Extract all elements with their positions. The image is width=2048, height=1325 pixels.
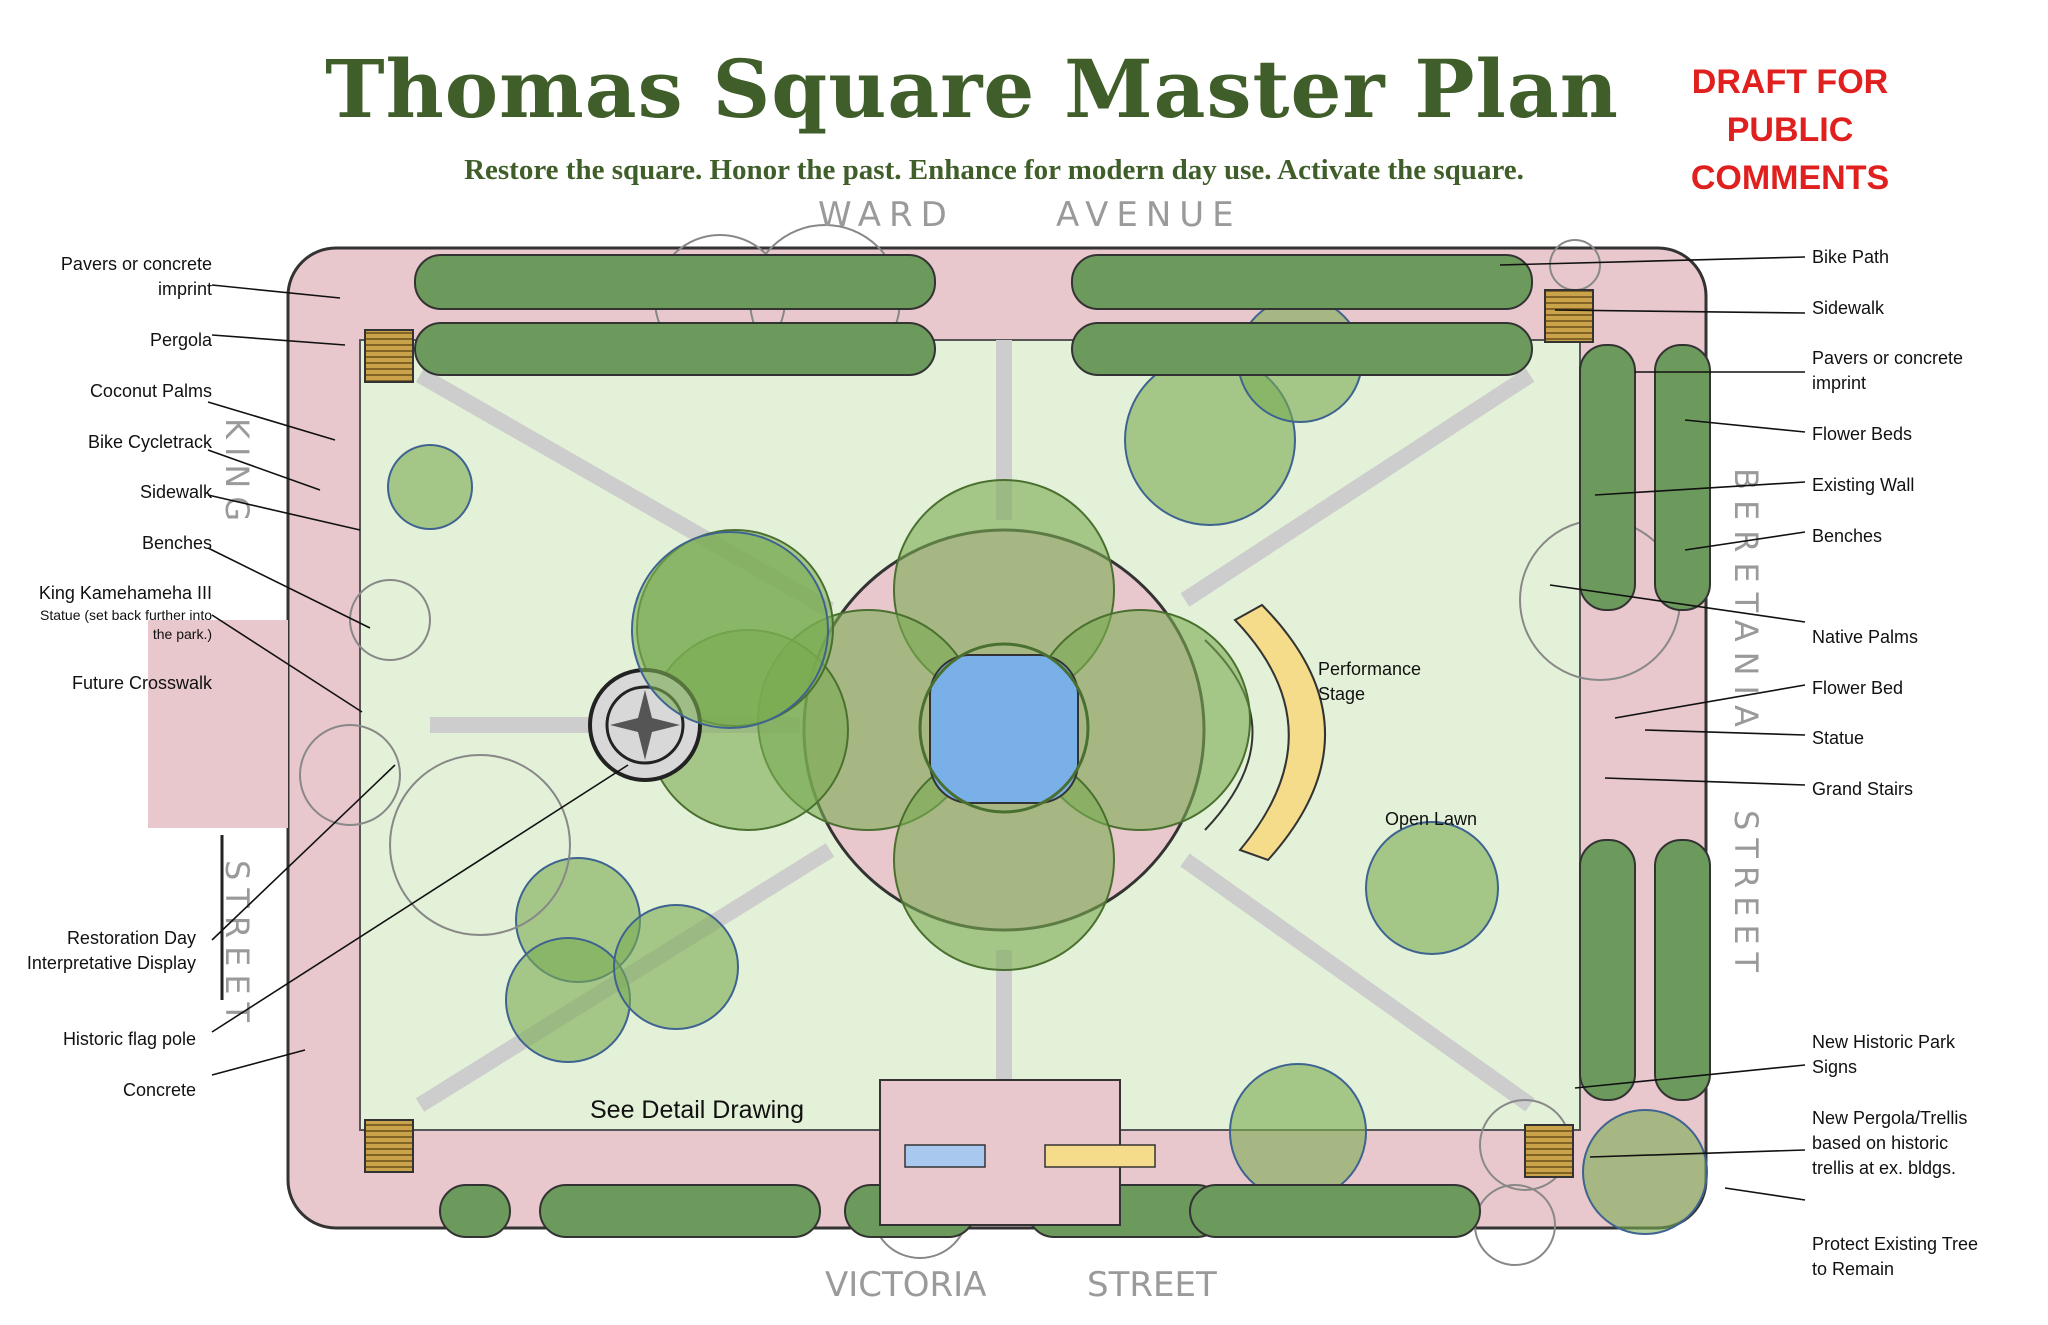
label-flower-beds: Flower Beds bbox=[1812, 424, 1913, 444]
label-statue: Statue bbox=[1812, 728, 1865, 748]
label-benches-right: Benches bbox=[1812, 526, 1883, 546]
street-beretania-street: STREET bbox=[1727, 810, 1765, 980]
page-title: Thomas Square Master Plan bbox=[325, 42, 1619, 136]
label-sidewalk-left: Sidewalk bbox=[139, 482, 212, 502]
performance-stage bbox=[1233, 603, 1326, 862]
draft-notice-line-1: DRAFT FOR bbox=[1691, 63, 1889, 101]
label-protect-tree: Protect Existing Tree to Remain bbox=[1812, 1234, 1979, 1279]
fountain bbox=[929, 654, 1079, 804]
draft-notice-line-2: PUBLIC COMMENTS bbox=[1690, 111, 1890, 197]
street-victoria: VICTORIA bbox=[825, 1265, 986, 1305]
pergolas bbox=[364, 289, 1594, 1178]
label-historic-flag-pole: Historic flag pole bbox=[62, 1029, 196, 1049]
performance-stage-label: Performance bbox=[1318, 659, 1421, 679]
lawn-trees bbox=[387, 297, 1708, 1235]
label-restoration-display: Restoration Day Interpretative Display bbox=[26, 928, 196, 973]
label-sidewalk-right: Sidewalk bbox=[1812, 298, 1885, 318]
label-park-signs: New Historic Park Signs bbox=[1812, 1032, 1956, 1077]
label-existing-wall: Existing Wall bbox=[1812, 475, 1915, 495]
label-pavers-right: Pavers or concrete imprint bbox=[1812, 348, 1964, 393]
label-benches-left: Benches bbox=[141, 533, 212, 553]
label-king-statue-note: Statue (set back further into the park.) bbox=[40, 607, 212, 642]
draft-notice: DRAFT FOR PUBLIC COMMENTS bbox=[1640, 58, 1940, 202]
street-ward: WARD bbox=[818, 195, 955, 235]
label-grand-stairs: Grand Stairs bbox=[1812, 779, 1914, 799]
street-king: KING bbox=[218, 418, 256, 529]
label-pergola-left: Pergola bbox=[149, 330, 212, 350]
label-future-crosswalk: Future Crosswalk bbox=[71, 673, 212, 693]
street-avenue: AVENUE bbox=[1056, 195, 1242, 235]
victoria-entry-plaza bbox=[879, 1079, 1121, 1226]
label-bike-path: Bike Path bbox=[1812, 247, 1890, 267]
street-beretania: BERETANIA bbox=[1727, 468, 1765, 737]
future-crosswalk bbox=[148, 620, 288, 828]
street-victoria-street: STREET bbox=[1087, 1265, 1217, 1305]
label-flower-bed: Flower Bed bbox=[1812, 678, 1904, 698]
leader-lines bbox=[207, 256, 1806, 1201]
label-pavers-left: Pavers or concrete imprint bbox=[60, 254, 212, 299]
street-king-street: STREET bbox=[218, 860, 256, 1030]
label-native-palms: Native Palms bbox=[1812, 627, 1919, 647]
page-subtitle: Restore the square. Honor the past. Enha… bbox=[464, 154, 1524, 186]
see-detail-label: See Detail Drawing bbox=[590, 1096, 804, 1124]
open-lawn-label: Open Lawn bbox=[1385, 809, 1477, 829]
label-new-pergola: New Pergola/Trellis based on historic tr… bbox=[1812, 1108, 1968, 1178]
label-concrete: Concrete bbox=[122, 1080, 196, 1100]
label-coconut-palms: Coconut Palms bbox=[89, 381, 212, 401]
label-bike-cycletrack: Bike Cycletrack bbox=[87, 432, 212, 452]
performance-stage-label-2: Stage bbox=[1318, 684, 1365, 704]
label-king-statue: King Kamehameha III bbox=[38, 583, 212, 603]
